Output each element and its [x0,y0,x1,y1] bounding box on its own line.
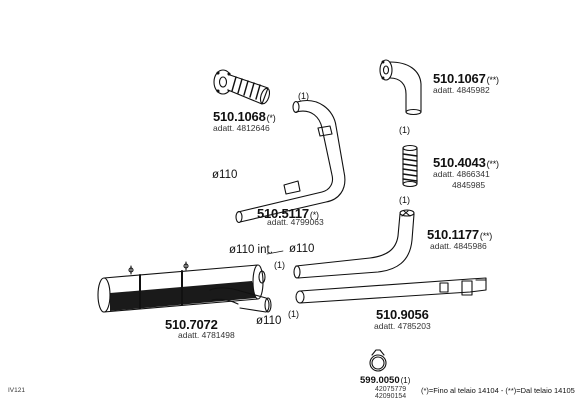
part-code-510-4043: 510.4043(**) [433,155,499,170]
note-1-d: (1) [274,260,285,270]
part-code-510-7072: 510.7072 [165,317,218,332]
part-510-1067-drawing [379,59,422,116]
part-510-1068-drawing [213,69,271,105]
part-ref-510-4043-b: 4845985 [452,180,486,190]
dim-110-bend: ø110 [289,243,315,255]
part-510-5117-drawing [235,100,346,224]
part-ref-510-1067: adatt. 4845982 [433,85,490,95]
part-510-9056-drawing [295,277,487,304]
part-ref-510-7072: adatt. 4781498 [178,330,235,340]
note-1-e: (1) [288,309,299,319]
part-code-510-1177: 510.1177(**) [427,227,493,242]
dim-110-pipe: ø110 [212,169,238,181]
part-ref-510-9056: adatt. 4785203 [374,321,431,331]
part-ref-510-4043: adatt. 4866341 [433,169,490,179]
part-599-0050-drawing [369,349,387,372]
part-510-4043-drawing [402,144,418,188]
part-ref-510-1177: adatt. 4845986 [430,241,487,251]
part-510-1177-drawing [293,209,415,279]
legend-text: (*)=Fino al telaio 14104 - (**)=Dal tela… [421,386,575,395]
part-510-7072-drawing [97,261,272,313]
part-code-510-5117: 510.5117(*) [257,206,319,221]
part-code-599-0050: 599.0050(1) [360,375,411,386]
part-ref-510-5117: adatt. 4799063 [267,217,324,227]
part-ref-599-0050-a: 42075779 [375,386,407,393]
part-code-510-1068: 510.1068(*) [213,109,276,124]
dim-110-int: ø110 int. [229,244,273,256]
note-1-a: (1) [298,91,309,101]
note-1-b: (1) [399,125,410,135]
part-ref-510-1068: adatt. 4812646 [213,123,270,133]
part-ref-599-0050-b: 42090154 [375,393,407,400]
part-code-510-9056: 510.9056 [376,307,429,322]
part-code-510-1067: 510.1067(**) [433,71,499,86]
dim-110-silencer-out: ø110 [256,315,282,327]
note-1-c: (1) [399,195,410,205]
page-code: IV121 [8,387,25,394]
